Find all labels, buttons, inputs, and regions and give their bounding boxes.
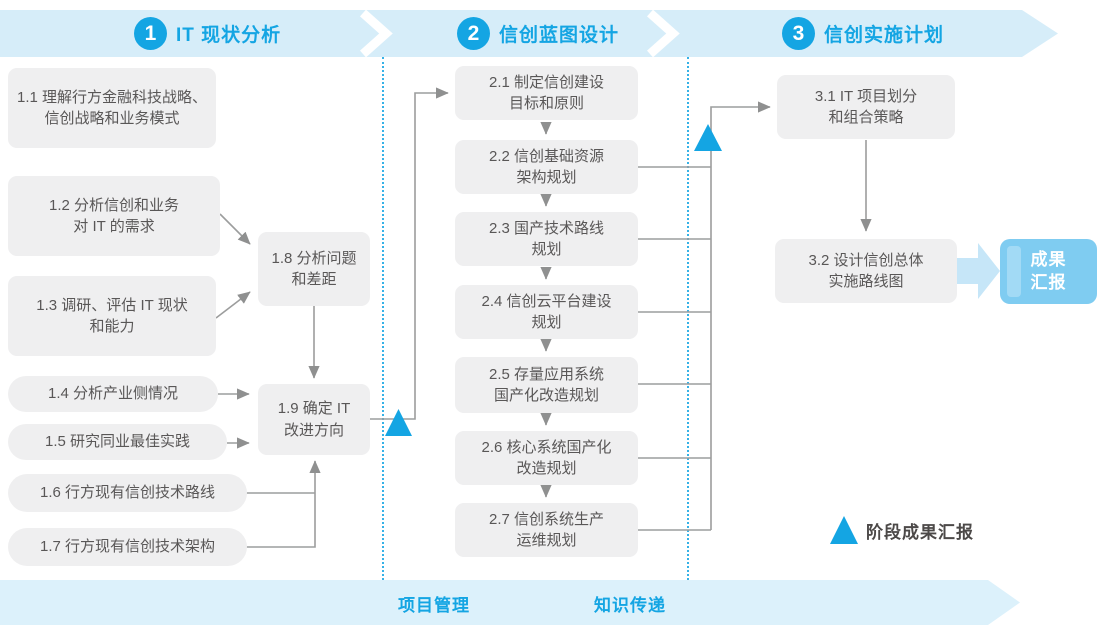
task-box-3-2: 3.2 设计信创总体 实施路线图 — [775, 239, 957, 303]
report-box-text: 成果 — [1030, 249, 1067, 269]
task-box-2-7: 2.7 信创系统生产 运维规划 — [455, 503, 638, 557]
phase-2-header: 2 信创蓝图设计 — [457, 17, 619, 50]
task-box-2-5: 2.5 存量应用系统 国产化改造规划 — [455, 357, 638, 413]
connector-1-2-to-1-8 — [219, 213, 251, 245]
task-box-2-6: 2.6 核心系统国产化 改造规划 — [455, 431, 638, 485]
task-text: 规划 — [531, 314, 562, 331]
task-text: 2.1 制定信创建设 — [488, 73, 605, 91]
task-text: 改进方向 — [283, 421, 344, 439]
connector-1-3-to-1-8 — [215, 291, 251, 319]
task-text: 3.2 设计信创总体 — [808, 251, 924, 269]
phase-3-header: 3 信创实施计划 — [782, 17, 944, 50]
task-text: 2.4 信创云平台建设 — [481, 292, 612, 310]
task-text: 1.5 研究同业最佳实践 — [44, 433, 191, 451]
phase-2-title: 信创蓝图设计 — [499, 25, 620, 46]
task-text: 改造规划 — [516, 460, 577, 477]
task-text: 1.2 分析信创和业务 — [48, 196, 180, 214]
legend-triangle-icon — [830, 516, 858, 544]
task-box-1-4: 1.4 分析产业侧情况 — [8, 376, 218, 412]
task-box-2-4: 2.4 信创云平台建设 规划 — [455, 285, 638, 339]
phase-1-title: IT 现状分析 — [176, 25, 282, 46]
task-text: 1.1 理解行方金融科技战略、 — [16, 88, 208, 106]
task-text: 和能力 — [89, 318, 135, 335]
phase-divider-line-1 — [382, 57, 384, 580]
milestone-triangle-phase2 — [694, 124, 722, 151]
task-box-1-1: 1.1 理解行方金融科技战略、 信创战略和业务模式 — [8, 68, 216, 148]
task-text: 目标和原则 — [508, 95, 584, 112]
phase-band — [0, 10, 1058, 57]
task-box-1-7: 1.7 行方现有信创技术架构 — [8, 528, 247, 566]
phase-3-title: 信创实施计划 — [824, 25, 945, 46]
result-report-box: 成果 汇报 — [1000, 239, 1097, 304]
task-text: 信创战略和业务模式 — [44, 110, 180, 127]
task-text: 国产化改造规划 — [493, 387, 599, 404]
report-box-text: 汇报 — [1030, 272, 1067, 292]
bottom-label-project-management: 项目管理 — [398, 596, 470, 615]
collector-to-3-1 — [710, 101, 771, 530]
report-arrow — [956, 243, 1000, 299]
phase-1-header: 1 IT 现状分析 — [134, 17, 281, 50]
task-box-1-6: 1.6 行方现有信创技术路线 — [8, 474, 247, 512]
task-box-1-2: 1.2 分析信创和业务 对 IT 的需求 — [8, 176, 220, 256]
task-text: 1.3 调研、评估 IT 现状 — [36, 296, 188, 314]
task-text: 2.2 信创基础资源 — [488, 147, 605, 165]
task-text: 运维规划 — [516, 532, 577, 549]
task-text: 和差距 — [291, 271, 337, 288]
phase-divider-line-2 — [687, 57, 689, 580]
task-box-1-5: 1.5 研究同业最佳实践 — [8, 424, 227, 460]
task-text: 和组合策略 — [828, 109, 904, 126]
task-text: 2.6 核心系统国产化 — [481, 438, 612, 456]
task-box-1-3: 1.3 调研、评估 IT 现状 和能力 — [8, 276, 216, 356]
task-text: 2.5 存量应用系统 — [488, 365, 605, 383]
task-text: 2.3 国产技术路线 — [488, 219, 605, 237]
task-text: 对 IT 的需求 — [73, 218, 155, 235]
task-text: 实施路线图 — [828, 273, 904, 290]
bottom-label-knowledge-transfer: 知识传递 — [594, 596, 666, 615]
task-text: 3.1 IT 项目划分 — [814, 87, 918, 105]
task-text: 架构规划 — [516, 169, 577, 186]
task-box-1-8: 1.8 分析问题 和差距 — [258, 232, 370, 306]
task-text: 1.8 分析问题 — [271, 249, 357, 267]
task-text: 1.6 行方现有信创技术路线 — [39, 484, 216, 502]
task-text: 1.4 分析产业侧情况 — [47, 385, 179, 403]
phase-1-number-badge: 1 — [134, 17, 167, 50]
task-text: 1.7 行方现有信创技术架构 — [39, 538, 216, 556]
report-box-stripe — [1007, 246, 1021, 297]
task-text: 1.9 确定 IT — [277, 400, 351, 418]
bottom-band — [0, 580, 1020, 625]
connector-1-7-to-1-9 — [246, 460, 321, 548]
phase-3-number-badge: 3 — [782, 17, 815, 50]
task-box-3-1: 3.1 IT 项目划分 和组合策略 — [777, 75, 955, 139]
task-text: 规划 — [531, 241, 562, 258]
task-box-2-2: 2.2 信创基础资源 架构规划 — [455, 140, 638, 194]
task-box-2-1: 2.1 制定信创建设 目标和原则 — [455, 66, 638, 120]
milestone-triangle-phase1 — [385, 409, 412, 436]
task-box-1-9: 1.9 确定 IT 改进方向 — [258, 384, 370, 455]
legend-label: 阶段成果汇报 — [866, 523, 974, 542]
task-box-2-3: 2.3 国产技术路线 规划 — [455, 212, 638, 266]
task-text: 2.7 信创系统生产 — [488, 510, 605, 528]
phase-2-number-badge: 2 — [457, 17, 490, 50]
